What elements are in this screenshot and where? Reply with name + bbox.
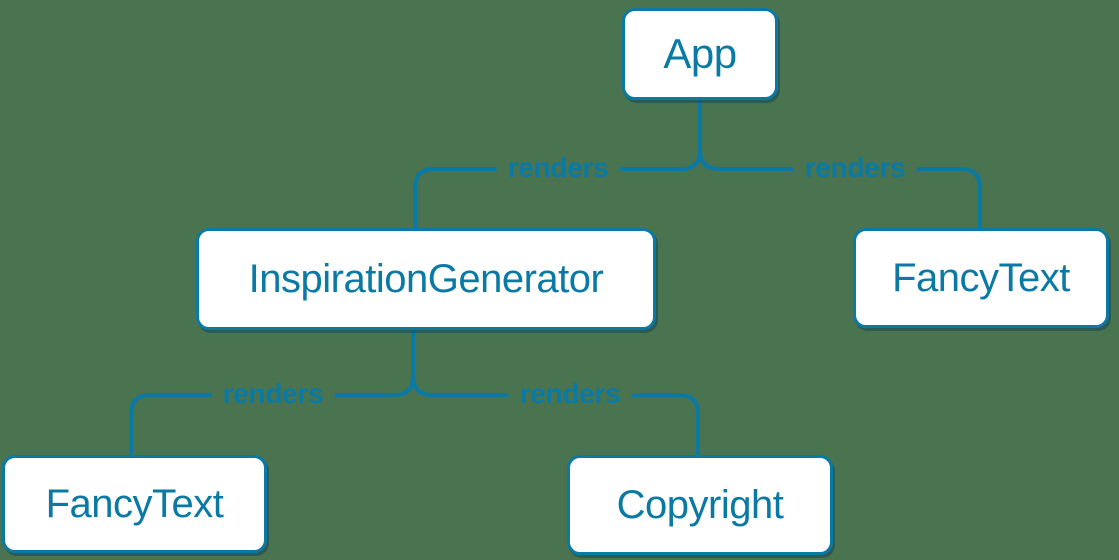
edge-label-renders-app-inspirationgenerator: renders [496,150,620,186]
node-fancy-text-bottom: FancyText [2,455,267,553]
node-copyright-label: Copyright [616,482,784,527]
edge-label-renders-inspirationgenerator-fancytext: renders [211,376,335,412]
node-inspiration-generator: InspirationGenerator [196,228,656,330]
node-inspiration-generator-label: InspirationGenerator [248,256,604,301]
node-fancy-text-top-label: FancyText [892,255,1070,300]
edge-label-renders-inspirationgenerator-copyright: renders [508,376,632,412]
node-app-label: App [663,30,737,77]
node-app: App [622,8,778,100]
edge-label-renders-app-fancytext: renders [793,150,917,186]
node-fancy-text-bottom-label: FancyText [45,481,224,526]
node-copyright: Copyright [567,455,833,555]
node-fancy-text-top: FancyText [853,228,1109,328]
